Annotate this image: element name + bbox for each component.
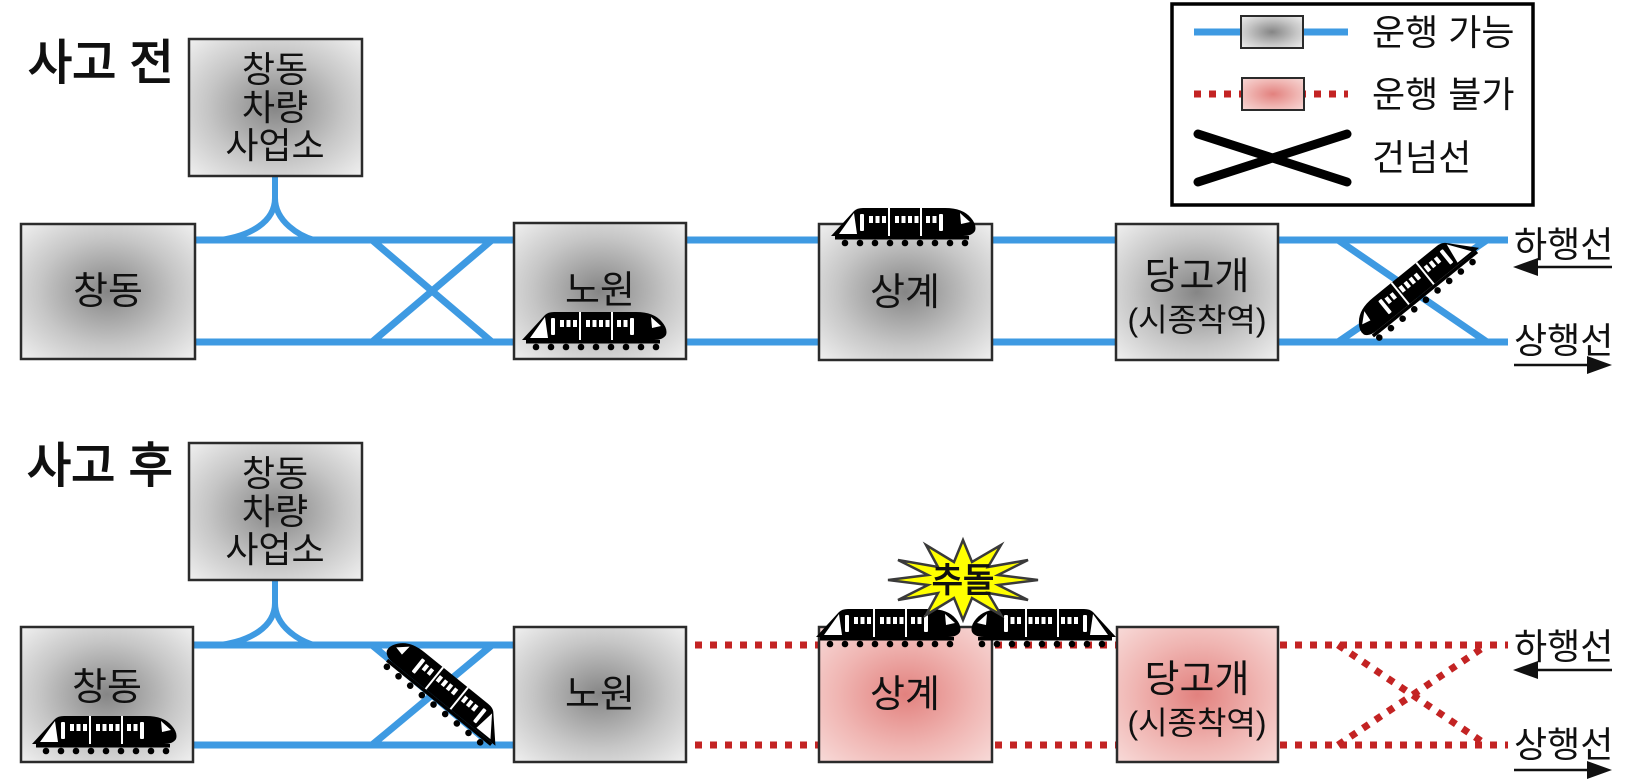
section-before: 사고 전 창동 차량 사업소 창동 노원 상계 당고개 (시종착역) 하행선 (19, 37, 1613, 374)
operable-station-swatch (1240, 15, 1304, 49)
station-label-nowon-after: 노원 (565, 674, 635, 716)
down-line-label-after: 하행선 (1513, 626, 1613, 679)
legend-label-crossover: 건넘선 (1372, 137, 1471, 178)
station-box-danggogae-before (1114, 222, 1280, 362)
station-label-danggogae-after: 당고개 (1145, 659, 1250, 701)
collision-burst: 추돌 (887, 536, 1039, 624)
station-box-nowon-after (512, 625, 688, 764)
depot-label-2-after: 차량 (242, 491, 308, 532)
legend-item-blocked: 운행 불가 (1194, 74, 1514, 115)
station-label-danggogae-before: 당고개 (1145, 256, 1250, 298)
station-box-changdong-before (19, 222, 197, 361)
blocked-station-swatch (1241, 77, 1305, 111)
depot-label-1-before: 창동 (242, 49, 308, 90)
station-box-sanggye-after (817, 625, 994, 764)
svg-text:상행선: 상행선 (1514, 724, 1613, 765)
station-label-sanggye-after: 상계 (870, 674, 940, 716)
station-note-danggogae-before: (시종착역) (1127, 302, 1266, 338)
depot-label-1-after: 창동 (242, 453, 308, 494)
station-label-changdong-after: 창동 (72, 667, 142, 709)
station-label-changdong-before: 창동 (73, 271, 143, 313)
legend: 운행 가능 운행 불가 건넘선 (1170, 2, 1535, 207)
up-line-label-after: 상행선 (1514, 724, 1613, 779)
collision-label: 추돌 (932, 562, 995, 600)
depot-box-before (187, 37, 364, 178)
station-box-danggogae-after (1115, 625, 1280, 764)
station-label-nowon-before: 노원 (565, 270, 635, 312)
crossover-left-before (369, 237, 495, 345)
station-label-sanggye-before: 상계 (870, 272, 940, 314)
down-line-label-before: 하행선 (1513, 224, 1613, 276)
svg-text:하행선: 하행선 (1514, 626, 1613, 667)
depot-label-3-before: 사업소 (225, 125, 324, 166)
section-after: 사고 후 창동 차량 사업소 창동 노원 상계 당고개 (시종착역) (19, 440, 1613, 779)
train-icon-crossover-after (376, 633, 514, 754)
legend-item-crossover: 건넘선 (1193, 129, 1471, 187)
section-before-title: 사고 전 (28, 37, 174, 90)
section-after-title: 사고 후 (27, 440, 173, 493)
depot-label-2-before: 차량 (242, 87, 308, 128)
station-box-sanggye-before (817, 222, 994, 362)
station-note-danggogae-after: (시종착역) (1127, 705, 1266, 741)
depot-label-3-after: 사업소 (225, 529, 324, 570)
svg-text:상행선: 상행선 (1514, 320, 1613, 361)
svg-text:하행선: 하행선 (1514, 224, 1613, 265)
legend-item-operable: 운행 가능 (1194, 12, 1514, 53)
depot-connector-after (219, 581, 315, 648)
depot-connector-before (219, 176, 315, 243)
depot-box-after (187, 441, 364, 582)
crossover-right-after (1336, 642, 1489, 748)
legend-label-blocked: 운행 불가 (1372, 74, 1514, 115)
collision-burst-shape (887, 536, 1039, 624)
legend-label-operable: 운행 가능 (1372, 12, 1514, 53)
up-line-label-before: 상행선 (1514, 320, 1613, 374)
